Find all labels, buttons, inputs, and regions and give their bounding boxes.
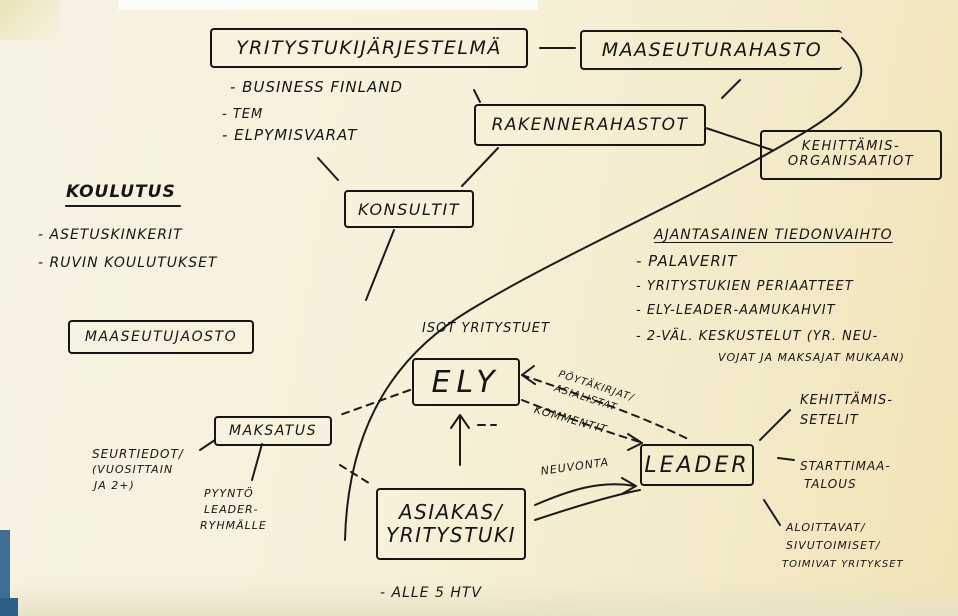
node-maaseutujaosto-label: MAASEUTUJAOSTO bbox=[84, 329, 238, 345]
node-asiakas-line1: ASIAKAS/ bbox=[398, 500, 504, 524]
node-maksatus-label: MAKSATUS bbox=[229, 423, 317, 439]
connector-rakenne-konsultit bbox=[461, 147, 499, 187]
connector-maaseutu-tick bbox=[721, 79, 741, 99]
arrow-head-ely-left bbox=[521, 365, 536, 385]
arrow-head-ely bbox=[450, 414, 470, 429]
label-pyynto-2: LEADER- bbox=[204, 503, 259, 516]
tiedonvaihto-item-4: - 2-VÄL. KESKUSTELUT (YR. NEU- bbox=[636, 329, 879, 344]
connector-maksatus-seurtiedot bbox=[199, 439, 216, 451]
node-kehittamisorganisaatiot-line2: ORGANISAATIOT bbox=[787, 154, 915, 169]
connector-leader-kehittamis bbox=[759, 409, 791, 441]
label-pyynto-3: RYHMÄLLE bbox=[200, 519, 267, 532]
node-maaseuturahasto: MAASEUTURAHASTO bbox=[580, 30, 842, 70]
node-rakennerahastot-label: RAKENNERAHASTOT bbox=[491, 115, 689, 135]
node-ely: ELY bbox=[412, 358, 520, 406]
connector-list-konsultit bbox=[317, 157, 339, 181]
connector-leader-startti bbox=[777, 457, 795, 461]
connector-maaseuturahasto-curve bbox=[344, 37, 863, 541]
node-maksatus: MAKSATUS bbox=[214, 416, 332, 446]
label-seurtiedot-3: JA 2+) bbox=[94, 479, 135, 492]
koulutus-title: KOULUTUS bbox=[66, 182, 176, 202]
label-alle-5-htv: - ALLE 5 HTV bbox=[380, 585, 482, 601]
yritystuki-item-business-finland: - BUSINESS FINLAND bbox=[230, 78, 404, 96]
node-ely-label: ELY bbox=[431, 364, 501, 400]
connector-ely-maksatus bbox=[339, 389, 411, 416]
arrow-ely-leader-mid bbox=[521, 399, 641, 443]
koulutus-item-1: - ASETUSKINKERIT bbox=[38, 227, 183, 243]
background-corner bbox=[0, 598, 18, 616]
label-pyynto-1: PYYNTÖ bbox=[204, 487, 254, 500]
node-yritystukijarjestelma-label: YRITYSTUKIJÄRJESTELMÄ bbox=[236, 37, 502, 59]
node-yritystukijarjestelma: YRITYSTUKIJÄRJESTELMÄ bbox=[210, 28, 528, 68]
arrow-asiakas-leader-2 bbox=[534, 489, 641, 521]
arrow-ely-leader-top bbox=[521, 374, 691, 441]
paper-corner bbox=[0, 0, 60, 40]
tiedonvaihto-item-1: - PALAVERIT bbox=[636, 252, 738, 270]
arrow-head-neuvonta bbox=[621, 477, 637, 495]
tiedonvaihto-item-4-cont: VOJAT JA MAKSAJAT MUKAAN) bbox=[718, 351, 905, 364]
tiedonvaihto-title: AJANTASAINEN TIEDONVAIHTO bbox=[654, 227, 893, 243]
label-aloittavat-1: ALOITTAVAT/ bbox=[786, 521, 866, 534]
connector-leader-aloittavat bbox=[763, 499, 781, 526]
label-starttimaatalous-1: STARTTIMAA- bbox=[800, 459, 891, 473]
connector-maksatus-down bbox=[251, 443, 263, 481]
node-maaseuturahasto-label: MAASEUTURAHASTO bbox=[601, 39, 823, 61]
paper-top-strip bbox=[118, 0, 538, 10]
node-konsultit: KONSULTIT bbox=[344, 190, 474, 228]
node-asiakas-line2: YRITYSTUKI bbox=[385, 523, 516, 547]
connector-konsultit-down bbox=[365, 229, 395, 301]
node-asiakas-yritystuki: ASIAKAS/ YRITYSTUKI bbox=[376, 488, 526, 560]
arrow-asiakas-leader bbox=[534, 483, 636, 506]
tiedonvaihto-item-2: - YRITYSTUKIEN PERIAATTEET bbox=[636, 279, 854, 294]
connector-maksatus-asiakas bbox=[339, 464, 373, 486]
label-aloittavat-3: TOIMIVAT YRITYKSET bbox=[782, 559, 904, 570]
label-kehittamissetelit-1: KEHITTÄMIS- bbox=[800, 393, 893, 408]
paper-bottom-shadow bbox=[0, 580, 958, 616]
label-starttimaatalous-2: TALOUS bbox=[804, 477, 857, 491]
yritystuki-item-tem: - TEM bbox=[222, 107, 264, 122]
connector-yritystuki-tick bbox=[473, 89, 481, 103]
node-konsultit-label: KONSULTIT bbox=[357, 199, 461, 219]
node-kehittamisorganisaatiot: KEHITTÄMIS- ORGANISAATIOT bbox=[760, 130, 942, 180]
label-seurtiedot-1: SEURTIEDOT/ bbox=[92, 447, 184, 461]
arrow-head-leader-mid bbox=[627, 433, 643, 451]
koulutus-item-2: - RUVIN KOULUTUKSET bbox=[38, 255, 218, 271]
label-isot-yritystuet: ISOT YRITYSTUET bbox=[422, 321, 550, 336]
node-leader-label: LEADER bbox=[644, 452, 750, 478]
yritystuki-item-elpymisvarat: - ELPYMISVARAT bbox=[222, 126, 358, 144]
node-maaseutujaosto: MAASEUTUJAOSTO bbox=[68, 320, 254, 354]
tiedonvaihto-item-3: - ELY-LEADER-AAMUKAHVIT bbox=[636, 303, 836, 318]
background-edge bbox=[0, 530, 10, 616]
node-rakennerahastot: RAKENNERAHASTOT bbox=[474, 104, 706, 146]
node-kehittamisorganisaatiot-line1: KEHITTÄMIS- bbox=[801, 139, 901, 155]
label-seurtiedot-2: (VUOSITTAIN bbox=[92, 463, 174, 476]
node-leader: LEADER bbox=[640, 444, 754, 486]
label-aloittavat-2: SIVUTOIMISET/ bbox=[786, 539, 881, 552]
label-kehittamissetelit-2: SETELIT bbox=[800, 413, 859, 428]
